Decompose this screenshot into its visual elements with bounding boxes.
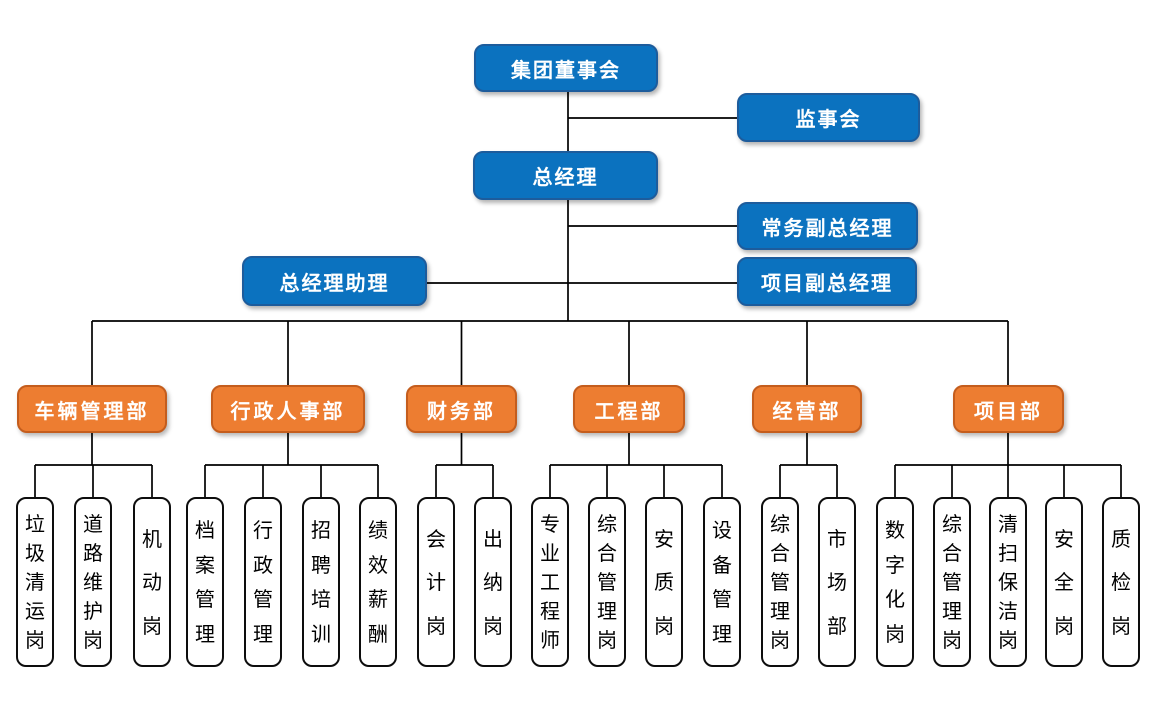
org-node-position: 综合管理岗 <box>588 497 626 667</box>
org-node-label: 监事会 <box>795 107 862 131</box>
org-node-general-manager: 总经理 <box>473 151 658 200</box>
org-node-dept-project: 项目部 <box>953 385 1064 433</box>
org-node-label: 综合管理岗 <box>770 512 790 652</box>
org-node-label: 清扫保洁岗 <box>998 512 1018 652</box>
org-node-position: 综合管理岗 <box>761 497 799 667</box>
org-node-label: 会计岗 <box>426 526 446 638</box>
org-node-position: 招聘培训 <box>302 497 340 667</box>
org-node-position: 清扫保洁岗 <box>989 497 1027 667</box>
org-node-label: 市场部 <box>827 526 847 638</box>
org-node-position: 垃圾清运岗 <box>16 497 54 667</box>
org-node-position: 数字化岗 <box>876 497 914 667</box>
org-node-label: 集团董事会 <box>511 57 621 82</box>
org-node-group-board: 集团董事会 <box>474 44 658 92</box>
org-node-label: 综合管理岗 <box>597 512 617 652</box>
org-node-label: 总经理助理 <box>279 270 390 295</box>
org-node-label: 工程部 <box>594 398 664 423</box>
org-node-position: 机动岗 <box>133 497 171 667</box>
org-node-label: 财务部 <box>427 398 496 423</box>
org-node-label: 项目副总经理 <box>761 271 893 295</box>
org-node-label: 档案管理 <box>195 517 215 647</box>
org-node-label: 机动岗 <box>142 526 162 638</box>
org-node-label: 质检岗 <box>1111 526 1131 638</box>
org-node-dept-operations: 经营部 <box>752 385 862 433</box>
org-node-position: 行政管理 <box>244 497 282 667</box>
org-node-position: 专业工程师 <box>531 497 569 667</box>
org-node-label: 绩效薪酬 <box>368 517 388 647</box>
org-node-label: 项目部 <box>974 398 1043 423</box>
org-node-label: 安全岗 <box>1054 526 1074 638</box>
org-node-supervisory-board: 监事会 <box>737 93 920 142</box>
org-node-position: 会计岗 <box>417 497 455 667</box>
org-node-label: 垃圾清运岗 <box>25 512 45 652</box>
org-node-label: 综合管理岗 <box>942 512 962 652</box>
org-node-project-deputy-gm: 项目副总经理 <box>737 257 917 306</box>
org-node-position: 档案管理 <box>186 497 224 667</box>
org-node-dept-finance: 财务部 <box>406 385 517 433</box>
org-node-label: 道路维护岗 <box>83 512 103 652</box>
org-node-label: 出纳岗 <box>483 526 503 638</box>
org-node-position: 安全岗 <box>1045 497 1083 667</box>
org-node-executive-deputy-gm: 常务副总经理 <box>737 202 918 250</box>
org-node-position: 质检岗 <box>1102 497 1140 667</box>
org-node-label: 总经理 <box>532 165 599 189</box>
org-node-label: 经营部 <box>772 398 842 423</box>
org-node-position: 设备管理 <box>703 497 741 667</box>
org-node-label: 数字化岗 <box>885 517 905 647</box>
org-node-dept-engineering: 工程部 <box>573 385 685 433</box>
org-node-position: 出纳岗 <box>474 497 512 667</box>
org-node-dept-admin-hr: 行政人事部 <box>211 385 365 433</box>
org-node-label: 行政人事部 <box>230 398 346 423</box>
org-node-label: 常务副总经理 <box>761 215 894 240</box>
org-node-gm-assistant: 总经理助理 <box>242 256 427 306</box>
org-node-label: 专业工程师 <box>540 512 560 652</box>
org-node-position: 绩效薪酬 <box>359 497 397 667</box>
org-node-label: 车辆管理部 <box>34 398 150 423</box>
org-node-position: 综合管理岗 <box>933 497 971 667</box>
org-node-label: 招聘培训 <box>311 517 331 647</box>
org-node-position: 安质岗 <box>645 497 683 667</box>
org-node-position: 道路维护岗 <box>74 497 112 667</box>
org-node-label: 行政管理 <box>253 517 273 647</box>
org-node-label: 设备管理 <box>712 517 732 647</box>
org-node-position: 市场部 <box>818 497 856 667</box>
org-node-dept-vehicle-management: 车辆管理部 <box>17 385 167 433</box>
org-node-label: 安质岗 <box>654 526 674 638</box>
